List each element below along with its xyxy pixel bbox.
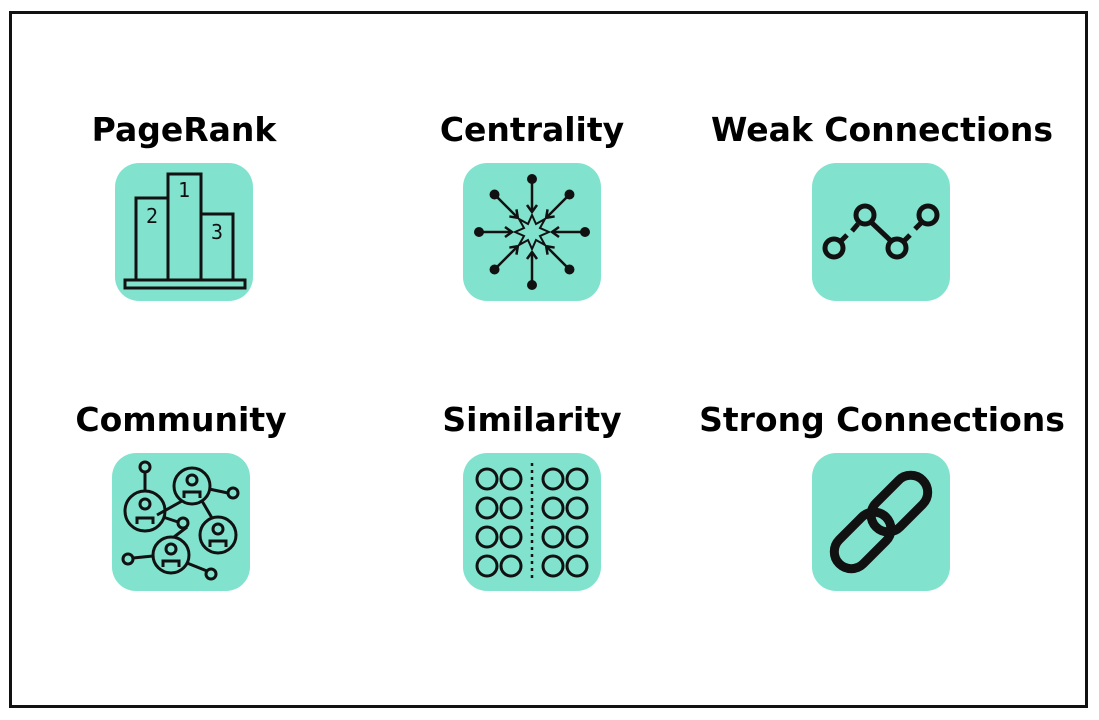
tile-pagerank: 1 2 3 — [115, 163, 253, 301]
centrality-arrows-icon — [474, 174, 590, 290]
centrality-node — [489, 264, 500, 275]
tile-centrality — [463, 163, 601, 301]
centrality-node — [527, 280, 537, 290]
similarity-circle — [565, 496, 589, 520]
similarity-circle — [499, 467, 523, 491]
chain-link-icon — [829, 470, 933, 574]
similarity-circle — [475, 496, 499, 520]
centrality-spoke — [493, 245, 519, 271]
centrality-arrowhead — [504, 225, 515, 239]
centrality-arrowhead — [544, 209, 555, 220]
podium-label-3: 3 — [211, 220, 223, 244]
community-person-3 — [198, 515, 238, 555]
community-person-2 — [172, 466, 212, 506]
centrality-spoke — [493, 193, 519, 219]
community-person-4 — [151, 535, 191, 575]
tile-strong-connections — [812, 453, 950, 591]
similarity-circle — [475, 554, 499, 578]
similarity-circle — [499, 496, 523, 520]
similarity-circle — [541, 467, 565, 491]
centrality-node — [527, 174, 537, 184]
podium-label-1: 1 — [178, 178, 190, 202]
centrality-node — [580, 227, 590, 237]
tile-similarity — [463, 453, 601, 591]
centrality-node — [564, 264, 575, 275]
podium-label-2: 2 — [146, 204, 158, 228]
centrality-arrowhead — [549, 225, 560, 239]
card-title-weak-connections: Weak Connections — [710, 110, 1054, 149]
broken-link-nodes-icon — [822, 203, 940, 260]
centrality-arrowhead — [509, 209, 520, 220]
centrality-arrowhead — [525, 204, 539, 215]
centrality-spoke — [545, 193, 571, 219]
card-title-pagerank: PageRank — [91, 110, 277, 149]
card-title-similarity: Similarity — [442, 400, 622, 439]
centrality-arrowhead — [544, 244, 555, 255]
podium-icon: 1 2 3 — [123, 172, 247, 290]
similarity-circle — [475, 467, 499, 491]
circle-grid-icon — [475, 463, 589, 581]
similarity-circle — [541, 525, 565, 549]
card-title-community: Community — [75, 400, 287, 439]
community-network-icon — [121, 460, 240, 581]
centrality-node — [564, 189, 575, 200]
similarity-circle — [541, 554, 565, 578]
similarity-circle — [499, 525, 523, 549]
tile-weak-connections — [812, 163, 950, 301]
similarity-circle — [565, 467, 589, 491]
centrality-spoke — [545, 245, 571, 271]
centrality-node — [474, 227, 484, 237]
similarity-circle — [499, 554, 523, 578]
similarity-circle — [475, 525, 499, 549]
centrality-arrowhead — [509, 244, 520, 255]
similarity-circle — [565, 554, 589, 578]
card-title-strong-connections: Strong Connections — [699, 400, 1065, 439]
similarity-circle — [565, 525, 589, 549]
diagram-frame — [9, 11, 1088, 708]
community-person-1 — [123, 489, 167, 533]
similarity-circle — [541, 496, 565, 520]
card-title-centrality: Centrality — [439, 110, 625, 149]
centrality-node — [489, 189, 500, 200]
tile-community — [112, 453, 250, 591]
centrality-arrowhead — [525, 249, 539, 260]
